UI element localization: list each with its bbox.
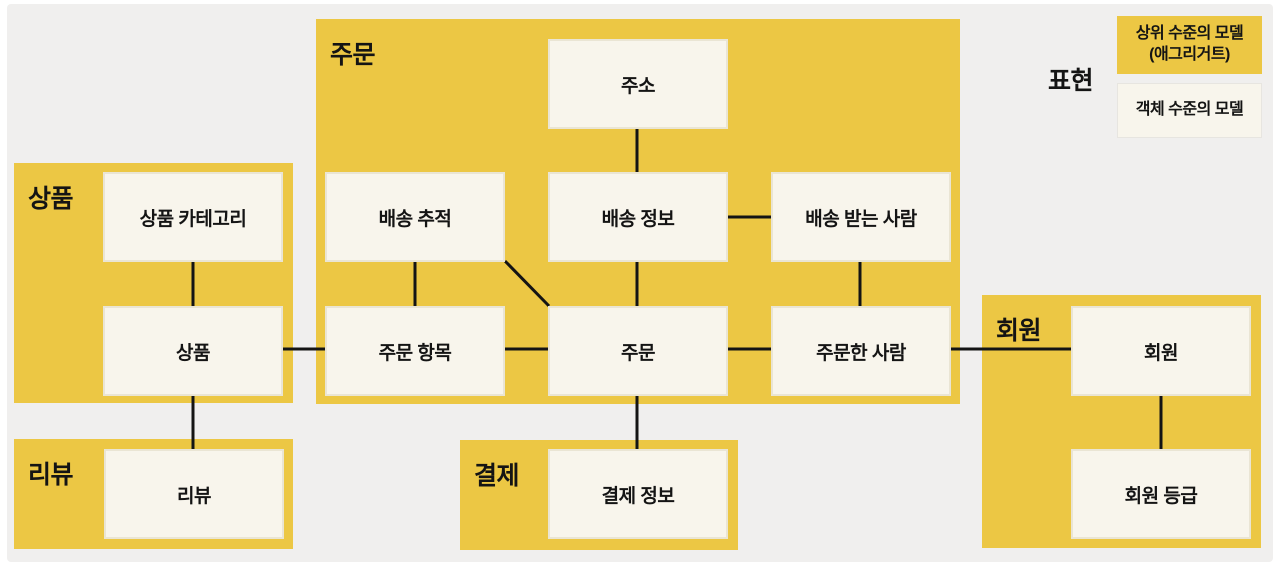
node-address: 주소 (548, 39, 728, 129)
node-review: 리뷰 (104, 449, 284, 539)
node-member: 회원 (1071, 306, 1251, 396)
legend-aggregate-line2: (애그리거트) (1149, 46, 1230, 63)
node-payment-info: 결제 정보 (548, 449, 728, 539)
node-orderer: 주문한 사람 (771, 306, 951, 396)
legend-aggregate-model: 상위 수준의 모델 (애그리거트) (1117, 16, 1262, 74)
aggregate-order-label: 주문 (330, 41, 376, 69)
aggregate-review-label: 리뷰 (28, 461, 74, 489)
node-order: 주문 (548, 306, 728, 396)
legend-aggregate-line1: 상위 수준의 모델 (1135, 25, 1244, 43)
node-order-item: 주문 항목 (325, 306, 505, 396)
node-product-category: 상품 카테고리 (103, 172, 283, 262)
legend-object-model: 객체 수준의 모델 (1117, 83, 1262, 138)
aggregate-payment-label: 결제 (474, 462, 520, 490)
legend-title: 표현 (1048, 67, 1094, 95)
aggregate-member-label: 회원 (996, 317, 1042, 345)
legend-object-line1: 객체 수준의 모델 (1135, 101, 1244, 119)
node-member-grade: 회원 등급 (1071, 449, 1251, 539)
node-shipping-tracking: 배송 추적 (325, 172, 505, 262)
node-shipping-recipient: 배송 받는 사람 (771, 172, 951, 262)
node-shipping-info: 배송 정보 (548, 172, 728, 262)
aggregate-product-label: 상품 (28, 185, 74, 213)
node-product: 상품 (103, 306, 283, 396)
